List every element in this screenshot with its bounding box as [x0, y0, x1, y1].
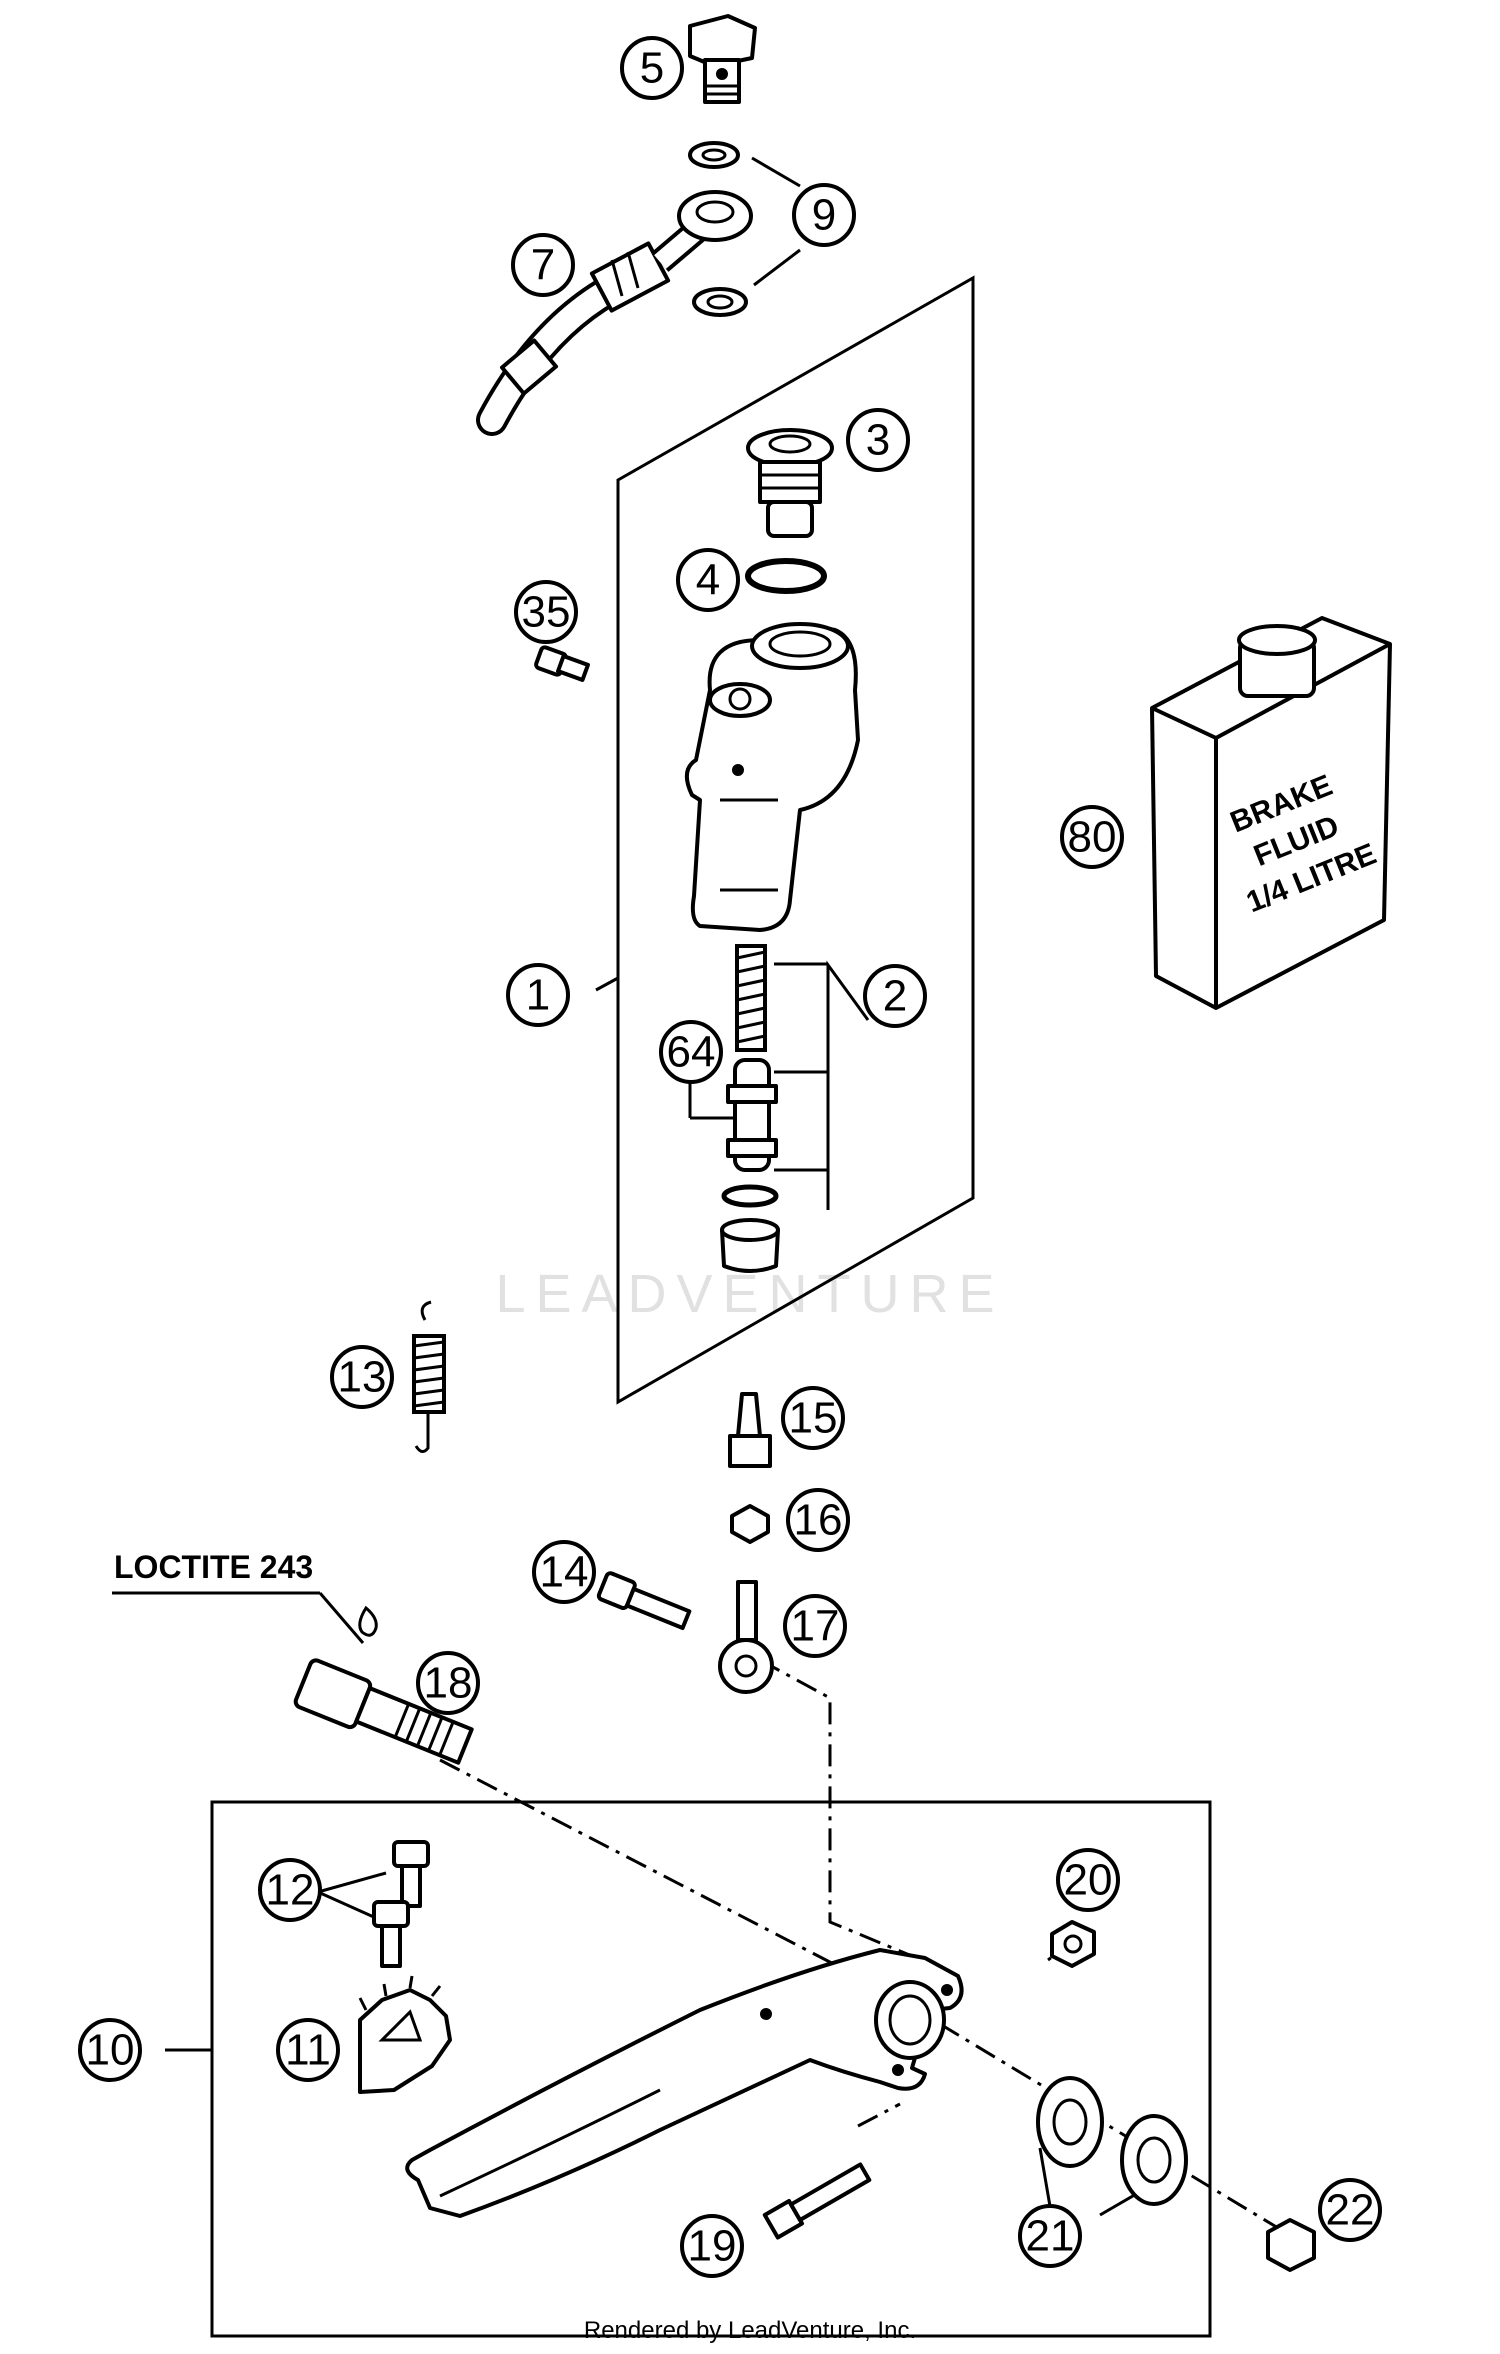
footer-credit: Rendered by LeadVenture, Inc. [584, 2317, 916, 2344]
callout-2: 2 [883, 972, 907, 1021]
reservoir-fitting [746, 428, 834, 538]
pedal-pivot-bolt [293, 1658, 474, 1765]
return-spring [412, 1300, 446, 1453]
callout-22: 22 [1326, 2186, 1375, 2235]
callout-13: 13 [338, 1353, 387, 1402]
master-cylinder-kit-frame [616, 275, 975, 1405]
sealing-washer-lower [692, 287, 748, 317]
callout-10: 10 [86, 2026, 135, 2075]
callout-21: 21 [1026, 2212, 1075, 2261]
pedal-step-plate [358, 1975, 452, 2094]
screw [534, 645, 590, 682]
push-rod [728, 1392, 772, 1468]
callout-1: 1 [526, 971, 550, 1020]
brake-fluid-bottle: BRAKE FLUID 1/4 LITRE [1150, 616, 1392, 1010]
piston-kit [720, 944, 780, 1273]
callout-19: 19 [688, 2222, 737, 2271]
bearings [1036, 2076, 1188, 2206]
callout-18: 18 [424, 1659, 473, 1708]
callout-7: 7 [531, 241, 555, 290]
brake-hose [476, 190, 753, 436]
clevis [718, 1580, 774, 1694]
master-cylinder-body [684, 622, 860, 932]
callouts [78, 36, 1382, 2278]
o-ring [745, 558, 827, 594]
callout-4: 4 [696, 556, 720, 605]
banjo-bolt [688, 14, 757, 104]
callout-15: 15 [789, 1394, 838, 1443]
callout-17: 17 [791, 1602, 840, 1651]
callout-80: 80 [1068, 813, 1117, 862]
footrest-screws [372, 1840, 430, 1968]
brake-pedal [405, 1948, 964, 2218]
loctite-note: LOCTITE 243 [114, 1549, 313, 1585]
watermark: LEADVENTURE [495, 1264, 1004, 1324]
callout-9: 9 [812, 191, 836, 240]
callout-14: 14 [540, 1548, 589, 1597]
callout-35: 35 [522, 588, 571, 637]
callout-5: 5 [640, 44, 664, 93]
hex-nut [730, 1504, 770, 1544]
callout-3: 3 [866, 416, 890, 465]
callout-12: 12 [266, 1866, 315, 1915]
pedal-bolt [762, 2162, 872, 2240]
callout-20: 20 [1064, 1856, 1113, 1905]
callout-64: 64 [667, 1028, 716, 1077]
brake-pedal-kit-frame [210, 1800, 1212, 2338]
pivot-nut [1266, 2218, 1316, 2272]
sealing-washer-upper [688, 141, 740, 169]
loctite-drop [358, 1605, 378, 1637]
callout-16: 16 [794, 1496, 843, 1545]
clevis-nut [1050, 1920, 1096, 1968]
callout-11: 11 [285, 2026, 331, 2075]
adjust-bolt [596, 1571, 692, 1631]
